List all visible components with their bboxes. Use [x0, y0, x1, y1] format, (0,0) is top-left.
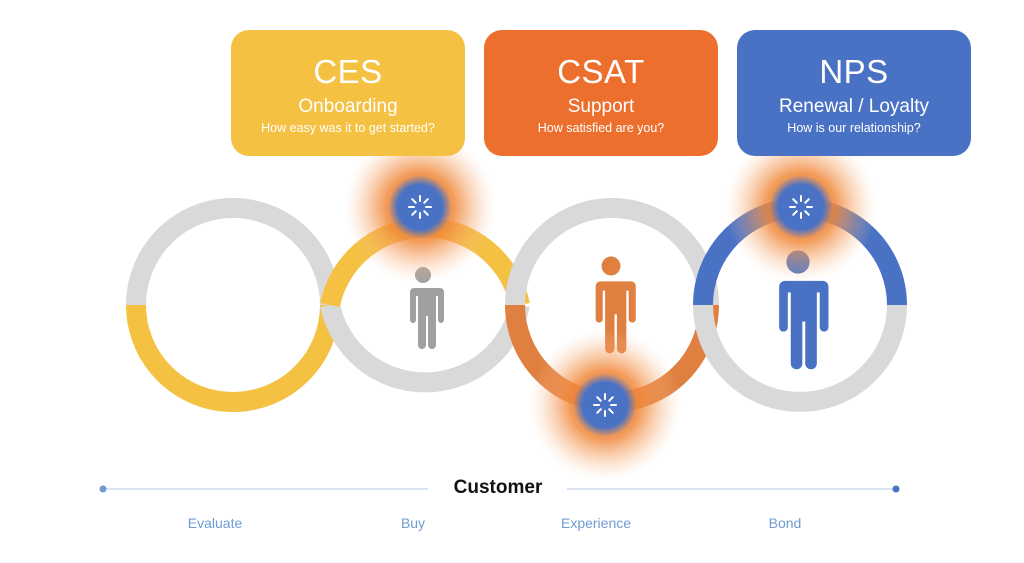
loading-spinner-icon: [789, 195, 813, 219]
card-nps: NPS Renewal / Loyalty How is our relatio…: [737, 30, 971, 156]
touchpoint-core: [769, 175, 833, 239]
touchpoint-3: [725, 131, 877, 283]
stage-label-evaluate: Evaluate: [187, 515, 243, 531]
ring-evaluate: [126, 198, 340, 412]
timeline-title: Customer: [453, 477, 543, 498]
stage-label-buy: Buy: [400, 515, 426, 531]
ring-buy-bottom: [320, 302, 530, 393]
touchpoint-1: [344, 131, 496, 283]
card-stage: Support: [567, 96, 635, 117]
card-question: How is our relationship?: [787, 120, 921, 135]
card-question: How easy was it to get started?: [261, 120, 435, 135]
card-metric: CSAT: [557, 53, 645, 90]
ring-evaluate-top: [126, 198, 340, 306]
card-metric: NPS: [819, 53, 889, 90]
stage-label-experience: Experience: [560, 515, 632, 531]
ring-bond-bottom: [693, 304, 907, 412]
timeline-start-dot: [99, 485, 107, 493]
card-question: How satisfied are you?: [537, 120, 665, 135]
card-metric: CES: [313, 53, 383, 90]
timeline-end-dot: [892, 485, 900, 493]
ring-experience-top: [505, 198, 719, 306]
card-csat: CSAT Support How satisfied are you?: [484, 30, 718, 156]
card-stage: Onboarding: [298, 96, 398, 117]
stage-label-bond: Bond: [768, 515, 802, 531]
card-stage: Renewal / Loyalty: [779, 96, 929, 117]
card-ces: CES Onboarding How easy was it to get st…: [231, 30, 465, 156]
touchpoint-core: [573, 373, 637, 437]
touchpoint-2: [529, 329, 681, 481]
touchpoint-core: [388, 175, 452, 239]
loading-spinner-icon: [408, 195, 432, 219]
ring-evaluate-bottom: [126, 304, 340, 412]
loading-spinner-icon: [593, 393, 617, 417]
